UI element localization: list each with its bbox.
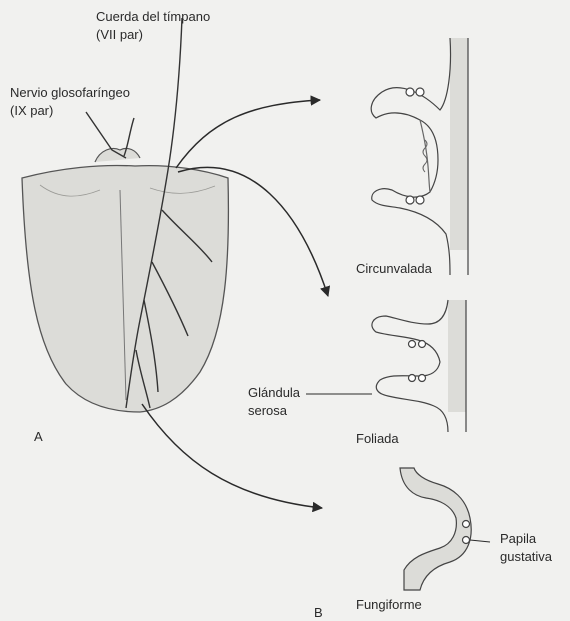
nervio-label-line1: Nervio glosofaríngeo (10, 84, 130, 101)
panel-b-label: B (314, 604, 323, 621)
cuerda-label-line1: Cuerda del tímpano (96, 8, 210, 25)
fungiforme-label: Fungiforme (356, 596, 422, 613)
glandula-label-line1: Glándula (248, 384, 300, 401)
fungiform-papilla (400, 468, 471, 590)
papila-label-line2: gustativa (500, 548, 552, 565)
nervio-label-line2: (IX par) (10, 102, 53, 119)
glandula-label-line2: serosa (248, 402, 287, 419)
foliate-papillae (372, 300, 466, 432)
panel-a-label: A (34, 428, 43, 445)
tongue (22, 148, 228, 412)
papila-label-line1: Papila (500, 530, 536, 547)
circunvalada-label: Circunvalada (356, 260, 432, 277)
circumvallate-papilla (371, 38, 468, 275)
cuerda-label-line2: (VII par) (96, 26, 143, 43)
foliada-label: Foliada (356, 430, 399, 447)
